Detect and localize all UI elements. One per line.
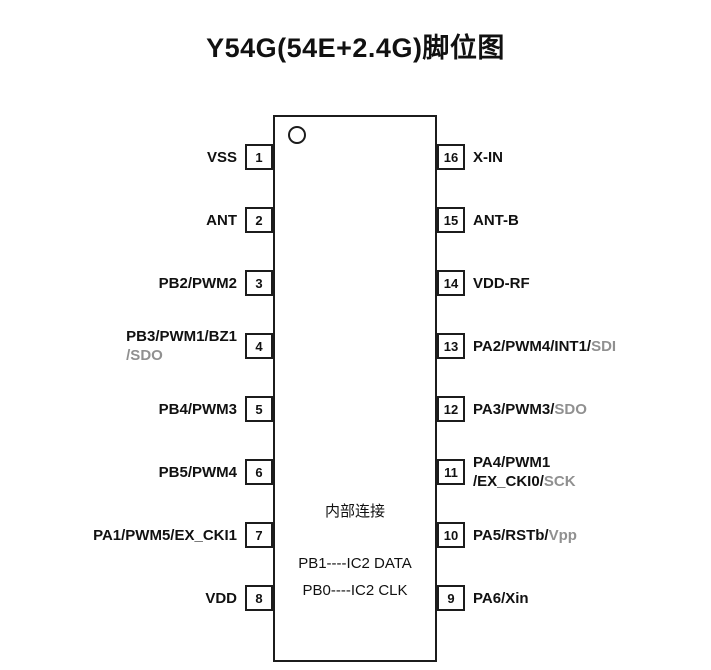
pin-label: X-IN	[473, 148, 503, 167]
pin-number-box: 10	[437, 522, 465, 548]
page-title: Y54G(54E+2.4G)脚位图	[206, 33, 505, 63]
pin-label: PA4/PWM1 /EX_CKI0/SCK	[473, 453, 576, 491]
pin-row-8: VDD 8	[0, 585, 273, 611]
pin-row-10: 10 PA5/RSTb/Vpp	[437, 522, 711, 548]
pin-number-box: 15	[437, 207, 465, 233]
pin-function-label: PB5/PWM4	[158, 463, 237, 481]
pin-label: VDD-RF	[473, 274, 530, 293]
pin-label: ANT-B	[473, 211, 519, 230]
pin-label: PB2/PWM2	[159, 274, 237, 293]
pin-row-1: VSS 1	[0, 144, 273, 170]
pin-function-label: PA6/Xin	[473, 589, 529, 607]
pin-row-2: ANT 2	[0, 207, 273, 233]
pin-number-box: 2	[245, 207, 273, 233]
pin-number-box: 14	[437, 270, 465, 296]
pin-alt-function-label: Vpp	[548, 526, 577, 544]
pin-number-box: 4	[245, 333, 273, 359]
pin-row-11: 11 PA4/PWM1 /EX_CKI0/SCK	[437, 454, 711, 490]
pin-function-label: X-IN	[473, 148, 503, 166]
pin-number-box: 13	[437, 333, 465, 359]
pin-row-14: 14 VDD-RF	[437, 270, 711, 296]
pin-row-4: PB3/PWM1/BZ1 /SDO 4	[0, 328, 273, 364]
pin-row-3: PB2/PWM2 3	[0, 270, 273, 296]
pin-alt-function-label: SDI	[591, 337, 617, 355]
pin-row-16: 16 X-IN	[437, 144, 711, 170]
pin-function-label: VDD	[205, 589, 237, 607]
pin-number-box: 6	[245, 459, 273, 485]
pin-function-label: /EX_CKI0/	[473, 473, 544, 490]
internal-connection-block: 内部连接 PB1----IC2 DATA PB0----IC2 CLK	[275, 500, 435, 599]
pin-label: PA5/RSTb/Vpp	[473, 526, 577, 545]
pin-function-label: PA3/PWM3/	[473, 400, 555, 418]
pin-function-label: PA5/RSTb/	[473, 526, 549, 544]
pin-number-box: 1	[245, 144, 273, 170]
pin-row-15: 15 ANT-B	[437, 207, 711, 233]
pin-label: PA2/PWM4/INT1/SDI	[473, 337, 616, 356]
pin-number-box: 12	[437, 396, 465, 422]
pin-row-12: 12 PA3/PWM3/SDO	[437, 396, 711, 422]
pin-function-label: PA1/PWM5/EX_CKI1	[93, 526, 237, 544]
pin-function-label: PB4/PWM3	[158, 400, 237, 418]
pin-alt-function-label: SDO	[554, 400, 587, 418]
pin-row-5: PB4/PWM3 5	[0, 396, 273, 422]
internal-connection-line: PB1----IC2 DATA	[298, 555, 412, 572]
chip-body: 内部连接 PB1----IC2 DATA PB0----IC2 CLK	[273, 115, 437, 662]
pin-label: PB4/PWM3	[159, 400, 237, 419]
pin-function-label: VDD-RF	[473, 274, 530, 292]
pin-function-label: PB2/PWM2	[158, 274, 237, 292]
pin-number-box: 3	[245, 270, 273, 296]
pin-function-label: PB3/PWM1/BZ1	[126, 328, 237, 345]
internal-connection-line: PB0----IC2 CLK	[302, 582, 408, 599]
pin-label: VDD	[205, 589, 237, 608]
pin-row-9: 9 PA6/Xin	[437, 585, 711, 611]
pin-label: PB5/PWM4	[159, 463, 237, 482]
pin-number-box: 7	[245, 522, 273, 548]
pin-label: ANT	[206, 211, 237, 230]
pin-function-label: ANT-B	[473, 211, 519, 229]
pin-number-box: 9	[437, 585, 465, 611]
pin-number-box: 8	[245, 585, 273, 611]
pin-function-label: PA4/PWM1	[473, 454, 551, 471]
pin-row-7: PA1/PWM5/EX_CKI1 7	[0, 522, 273, 548]
internal-connection-title: 内部连接	[324, 503, 385, 520]
pin-label: PA6/Xin	[473, 589, 529, 608]
pin-row-13: 13 PA2/PWM4/INT1/SDI	[437, 333, 711, 359]
pin1-indicator-circle	[288, 126, 306, 144]
pin-function-label: PA2/PWM4/INT1/	[473, 337, 592, 355]
pin-label: PA1/PWM5/EX_CKI1	[93, 526, 237, 545]
pin-alt-function-label: /SDO	[126, 347, 163, 364]
pin-label: PB3/PWM1/BZ1 /SDO	[126, 327, 237, 365]
pin-label: VSS	[207, 148, 237, 167]
pin-number-box: 5	[245, 396, 273, 422]
pin-number-box: 11	[437, 459, 465, 485]
pin-label: PA3/PWM3/SDO	[473, 400, 587, 419]
pin-alt-function-label: SCK	[543, 473, 576, 490]
pin-function-label: ANT	[206, 211, 237, 229]
pin-row-6: PB5/PWM4 6	[0, 459, 273, 485]
pin-function-label: VSS	[206, 148, 237, 166]
pin-number-box: 16	[437, 144, 465, 170]
